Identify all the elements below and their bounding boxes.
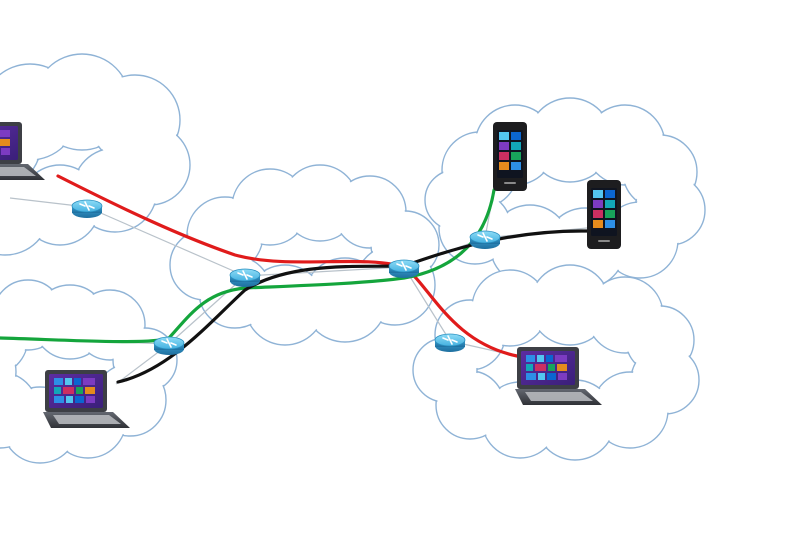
- screen-tile: [65, 378, 72, 385]
- screen-tile: [76, 387, 83, 394]
- screen-tile: [537, 355, 544, 362]
- router-arrow-mark: [237, 272, 244, 276]
- cloud-fill: [473, 271, 547, 345]
- phone-top-right[interactable]: [493, 122, 527, 191]
- screen-tile: [74, 378, 81, 385]
- phone-tile: [605, 210, 615, 218]
- cloud-fill: [426, 171, 484, 229]
- router-arrow-mark: [442, 337, 449, 341]
- phone-tile: [593, 200, 603, 208]
- laptop-keyboard: [0, 167, 36, 176]
- route-red: [56, 174, 519, 358]
- screen-tile: [526, 355, 535, 362]
- screen-tile: [54, 378, 63, 385]
- router-arrow-mark: [405, 265, 412, 269]
- screen-tile: [547, 373, 556, 380]
- clouds-layer: [0, 53, 706, 464]
- screen-tile: [557, 364, 567, 371]
- phone-tile: [511, 132, 521, 140]
- cloud-fill: [531, 266, 609, 344]
- routers-layer: [71, 199, 501, 355]
- cloud-fill: [304, 259, 386, 341]
- router-arrow-mark: [161, 340, 168, 344]
- phone-home-bar: [504, 182, 516, 184]
- phone-tile: [499, 142, 509, 150]
- network-link-6: [403, 266, 451, 342]
- laptop-top-left[interactable]: [0, 122, 45, 180]
- screen-tile: [526, 364, 533, 371]
- cloud-fill: [171, 231, 239, 299]
- router-arrow-mark: [451, 339, 458, 343]
- network-link-4: [168, 275, 246, 345]
- phone-tile: [593, 210, 603, 218]
- cloud-fill: [0, 343, 15, 401]
- cloud-fill: [491, 206, 569, 284]
- screen-tile: [85, 387, 95, 394]
- laptop-bottom-left[interactable]: [43, 370, 130, 428]
- screen-tile: [54, 396, 64, 403]
- phone-tile: [605, 220, 615, 228]
- screen-tile: [526, 373, 536, 380]
- laptop-keyboard: [525, 392, 593, 401]
- router-bottom-left[interactable]: [153, 336, 185, 355]
- screen-tile: [83, 378, 95, 385]
- router-arrow-mark: [168, 342, 172, 348]
- router-bottom-right[interactable]: [434, 333, 466, 352]
- network-link-3: [244, 266, 405, 277]
- laptop-keyboard: [53, 415, 121, 424]
- router-arrow-mark: [246, 274, 253, 278]
- screen-tile: [0, 139, 10, 146]
- devices-layer: [0, 122, 621, 428]
- screen-tile: [538, 373, 545, 380]
- phone-home-bar: [598, 240, 610, 242]
- router-arrow-mark: [477, 234, 484, 238]
- screen-tile: [548, 364, 555, 371]
- phone-tile: [605, 190, 615, 198]
- phone-tile: [593, 220, 603, 228]
- screen-tile: [555, 355, 567, 362]
- router-arrow-mark: [403, 265, 407, 271]
- screen-tile: [86, 396, 95, 403]
- network-cloud-center: [169, 164, 440, 346]
- phone-tile: [593, 190, 603, 198]
- screen-tile: [535, 364, 546, 371]
- router-arrow-mark: [244, 274, 248, 280]
- phone-tile: [511, 152, 521, 160]
- cloud-fill: [414, 339, 476, 401]
- cloud-fill: [0, 373, 37, 447]
- router-arrow-mark: [396, 263, 403, 267]
- phone-tile: [499, 132, 509, 140]
- router-arrow-mark: [79, 203, 86, 207]
- router-top-right[interactable]: [469, 230, 501, 249]
- network-link-2: [86, 206, 246, 277]
- screen-tile: [0, 130, 10, 137]
- phone-tile: [605, 200, 615, 208]
- screen-tile: [63, 387, 74, 394]
- router-right-center[interactable]: [388, 259, 420, 278]
- route-green: [0, 188, 496, 344]
- router-arrow-mark: [88, 205, 95, 209]
- router-arrow-mark: [170, 342, 177, 346]
- screen-tile: [66, 396, 73, 403]
- router-center[interactable]: [229, 268, 261, 287]
- router-arrow-mark: [486, 236, 493, 240]
- screen-tile: [75, 396, 84, 403]
- phone-tile: [499, 162, 509, 170]
- screen-tile: [54, 387, 61, 394]
- phone-tile: [511, 142, 521, 150]
- router-arrow-mark: [86, 205, 90, 211]
- laptop-bottom-right[interactable]: [515, 347, 602, 405]
- network-cloud-top-right: [424, 97, 706, 289]
- phone-right[interactable]: [587, 180, 621, 249]
- screen-tile: [558, 373, 567, 380]
- router-top-left[interactable]: [71, 199, 103, 218]
- phone-tile: [499, 152, 509, 160]
- screen-tile: [546, 355, 553, 362]
- router-arrow-mark: [449, 339, 453, 345]
- phone-tile: [511, 162, 521, 170]
- router-arrow-mark: [484, 236, 488, 242]
- screen-tile: [1, 148, 10, 155]
